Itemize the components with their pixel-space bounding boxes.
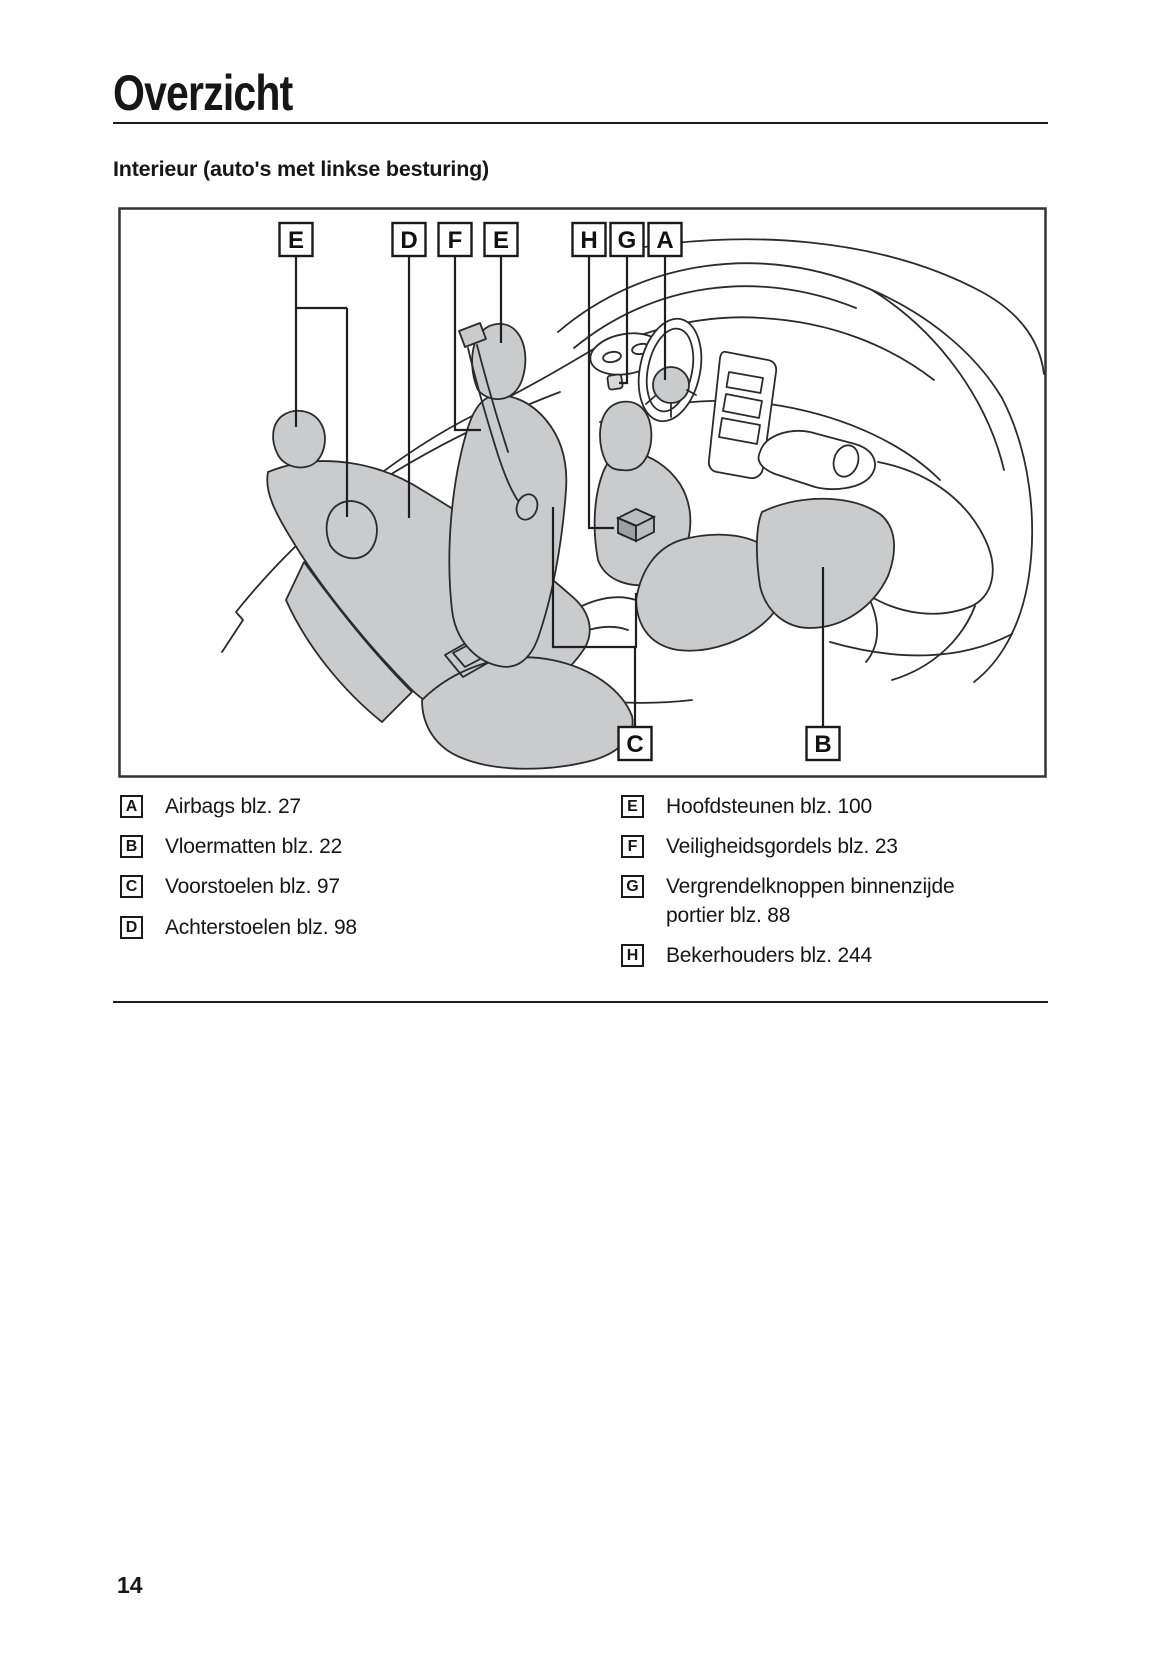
cupholder bbox=[615, 508, 657, 543]
legend-key-G: G bbox=[621, 875, 644, 898]
door-armrest bbox=[757, 430, 876, 490]
rear-left-headrest bbox=[272, 409, 326, 469]
svg-text:G: G bbox=[618, 227, 637, 254]
legend-label: Airbags blz. 27 bbox=[165, 795, 301, 818]
legend-key-A: A bbox=[120, 795, 143, 818]
diagram-label-B: B bbox=[805, 725, 841, 762]
steering-airbag-pad bbox=[652, 366, 690, 404]
steering-wheel bbox=[637, 317, 703, 423]
interior-diagram-svg: E D F E H G A C bbox=[118, 207, 1047, 778]
header-divider bbox=[113, 122, 1048, 124]
interior-diagram: E D F E H G A C bbox=[118, 207, 1047, 778]
seatbelt bbox=[458, 322, 539, 521]
svg-text:E: E bbox=[493, 227, 509, 254]
section-heading: Interieur (auto's met linkse besturing) bbox=[113, 156, 490, 181]
diagram-label-C: C bbox=[617, 725, 653, 762]
diagram-label-A: A bbox=[647, 221, 683, 258]
page-number: 14 bbox=[117, 1572, 143, 1598]
legend-key-D: D bbox=[120, 916, 143, 939]
legend-label: Hoofdsteunen blz. 100 bbox=[666, 795, 872, 818]
legend-label: Voorstoelen blz. 97 bbox=[165, 875, 340, 898]
svg-text:D: D bbox=[400, 227, 417, 254]
driver-headrest bbox=[599, 400, 653, 472]
svg-text:F: F bbox=[448, 227, 463, 254]
legend-label: Vloermatten blz. 22 bbox=[165, 835, 343, 858]
door-lock-knob bbox=[606, 373, 624, 391]
diagram-label-G: G bbox=[609, 221, 645, 258]
floor-mat bbox=[755, 497, 895, 629]
diagram-label-E1: E bbox=[278, 221, 314, 258]
svg-text:H: H bbox=[580, 227, 597, 254]
legend-key-E: E bbox=[621, 795, 644, 818]
rear-middle-headrest bbox=[325, 500, 378, 560]
svg-text:A: A bbox=[656, 227, 673, 254]
legend-label: Veiligheidsgordels blz. 23 bbox=[666, 835, 898, 858]
page-title: Overzicht bbox=[113, 64, 293, 121]
svg-text:B: B bbox=[814, 731, 831, 758]
diagram-label-D: D bbox=[391, 221, 427, 258]
legend-key-C: C bbox=[120, 875, 143, 898]
legend-label: Bekerhouders blz. 244 bbox=[666, 944, 872, 967]
diagram-label-E2: E bbox=[483, 221, 519, 258]
legend-key-F: F bbox=[621, 835, 644, 858]
footer-divider bbox=[113, 1001, 1048, 1003]
diagram-label-F: F bbox=[437, 221, 473, 258]
svg-text:C: C bbox=[626, 731, 643, 758]
svg-text:E: E bbox=[288, 227, 304, 254]
diagram-label-H: H bbox=[571, 221, 607, 258]
legend-label: Vergrendelknoppen binnenzijde portier bl… bbox=[666, 875, 955, 927]
legend-key-H: H bbox=[621, 944, 644, 967]
legend-label: Achterstoelen blz. 98 bbox=[165, 916, 357, 939]
legend-key-B: B bbox=[120, 835, 143, 858]
leader-lines bbox=[294, 256, 825, 727]
